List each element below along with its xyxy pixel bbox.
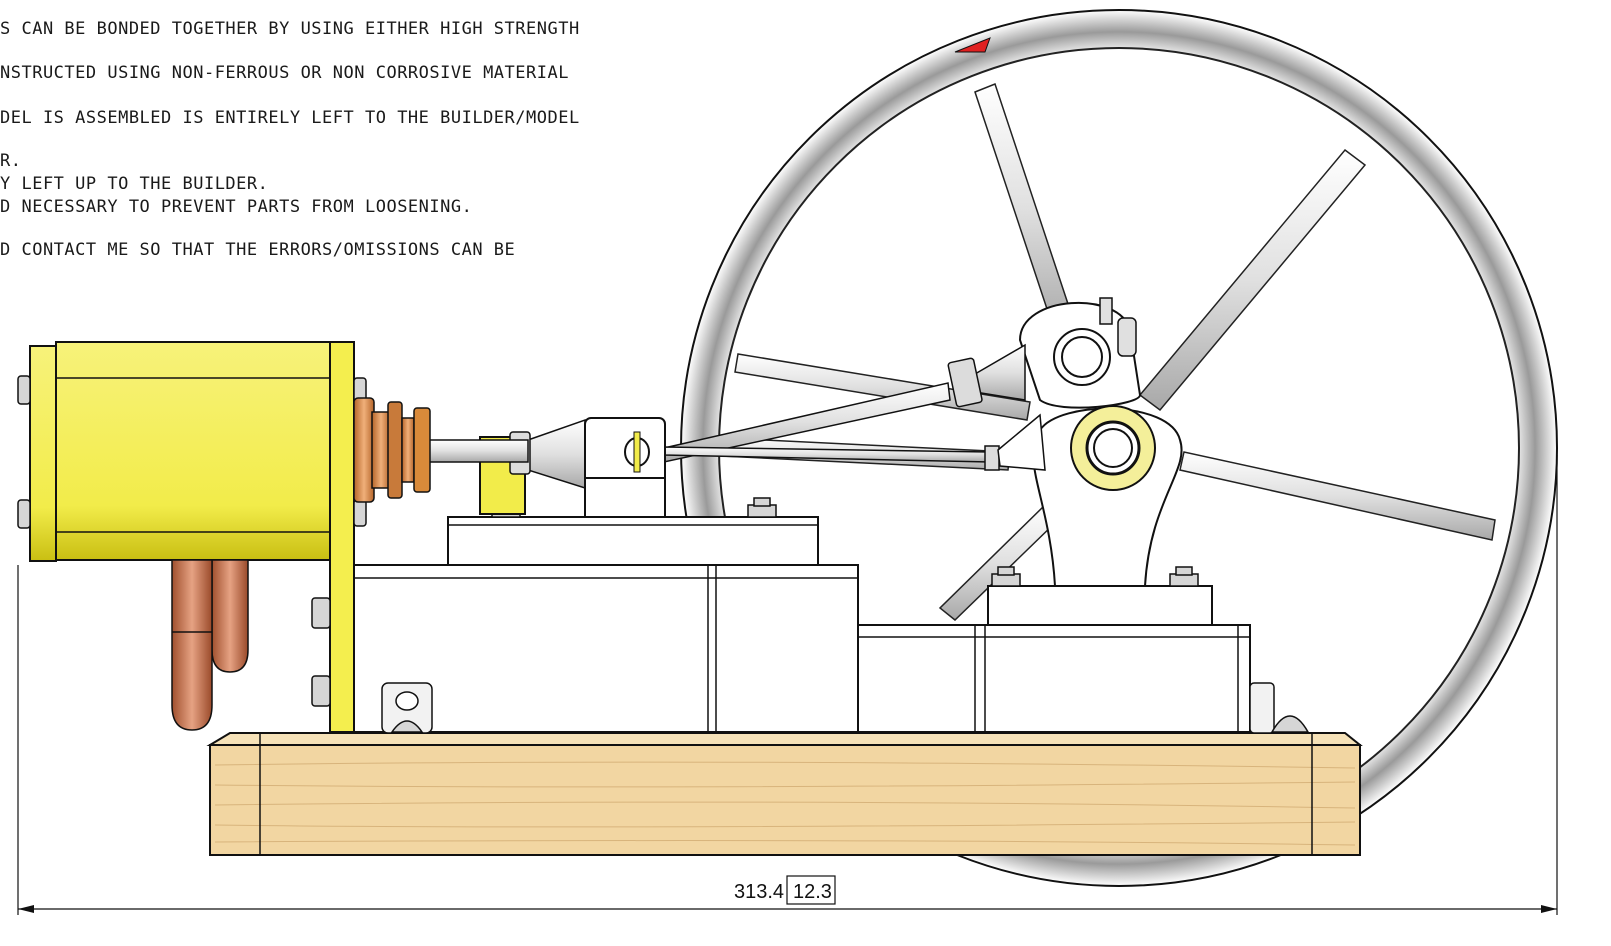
piston-rod [427, 439, 529, 463]
note-line-7: D CONTACT ME SO THAT THE ERRORS/OMISSION… [0, 240, 516, 260]
cylinder-front-cover [29, 345, 57, 562]
dimension-imperial: 12.3 [793, 881, 832, 903]
dimension-metric: 313.4 [734, 881, 784, 903]
cylinder-body [55, 341, 332, 561]
rod-nut [947, 357, 983, 408]
mount-brackets [381, 682, 1310, 734]
note-line-5: Y LEFT UP TO THE BUILDER. [0, 174, 269, 194]
engine-frame [352, 516, 1251, 733]
cylinder [17, 341, 431, 733]
note-line-1: S CAN BE BONDED TOGETHER BY USING EITHER… [0, 19, 580, 39]
main-bearing [987, 405, 1213, 626]
steam-pipes [171, 559, 249, 731]
crosshead [479, 417, 666, 518]
note-line-4: R. [0, 151, 22, 171]
note-line-2: NSTRUCTED USING NON-FERROUS OR NON CORRO… [0, 63, 569, 83]
gland-fitting [353, 397, 431, 503]
note-line-6: D NECESSARY TO PREVENT PARTS FROM LOOSEN… [0, 197, 473, 217]
crank-assembly [663, 297, 1142, 471]
overall-length-dimension: 313.4 12.3 [17, 455, 1558, 915]
wood-base [206, 732, 1363, 856]
note-line-3: DEL IS ASSEMBLED IS ENTIRELY LEFT TO THE… [0, 108, 580, 128]
cylinder-end-plate [329, 341, 355, 733]
timing-marker [954, 37, 991, 53]
